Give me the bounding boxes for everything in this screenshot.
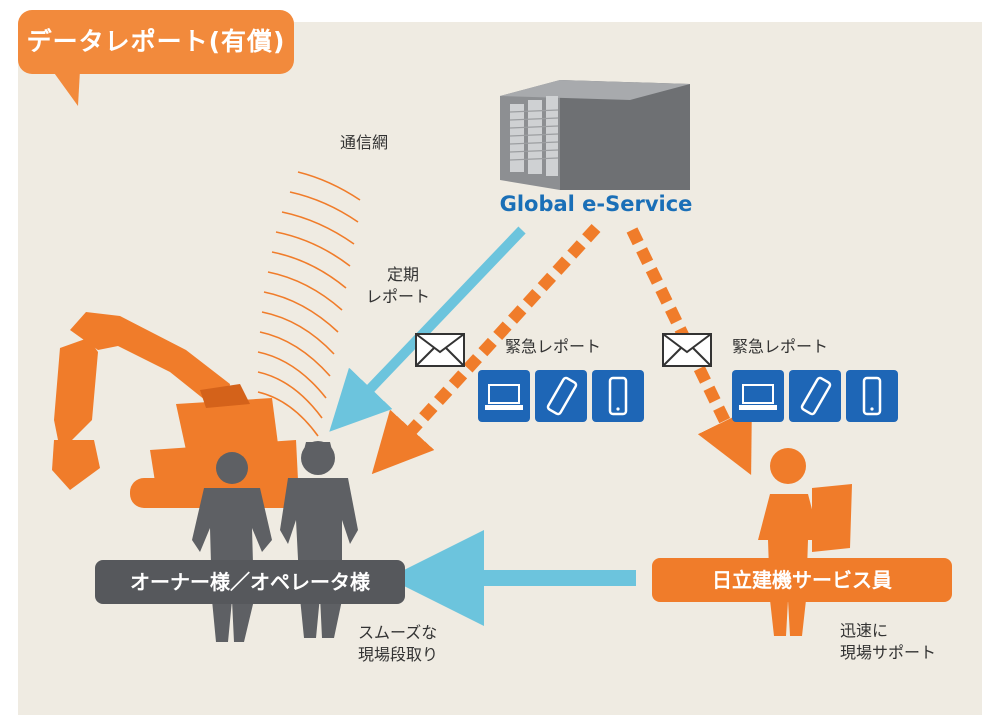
page-title: データレポート(有償) xyxy=(18,10,294,74)
smooth-prep-label: スムーズな 現場段取り xyxy=(358,623,439,664)
periodic-report-arrow xyxy=(329,226,526,432)
periodic-report-label: 定期 レポート xyxy=(366,265,431,306)
service-staff-icon xyxy=(758,448,852,636)
flip-phone-icon xyxy=(535,370,587,422)
excavator-icon xyxy=(52,312,300,508)
laptop-icon xyxy=(478,370,530,422)
emergency-arrow-left xyxy=(371,223,601,475)
smartphone-icon xyxy=(592,370,644,422)
server-label: Global e-Service xyxy=(499,192,693,216)
network-label: 通信網 xyxy=(340,133,389,152)
flip-phone-icon xyxy=(789,370,841,422)
envelope-icon xyxy=(662,333,712,367)
title-bubble-tail xyxy=(52,70,80,106)
network-waves xyxy=(257,171,361,437)
emergency-report-label-right: 緊急レポート xyxy=(732,337,829,356)
hitachi-service-label: 日立建機サービス員 xyxy=(652,558,952,602)
laptop-icon xyxy=(732,370,784,422)
envelope-icon xyxy=(415,333,465,367)
owner-operator-label: オーナー様／オペレータ様 xyxy=(95,560,405,604)
smartphone-icon xyxy=(846,370,898,422)
emergency-report-label-left: 緊急レポート xyxy=(505,337,602,356)
quick-support-label: 迅速に 現場サポート xyxy=(840,621,937,662)
server-icon xyxy=(500,80,690,190)
